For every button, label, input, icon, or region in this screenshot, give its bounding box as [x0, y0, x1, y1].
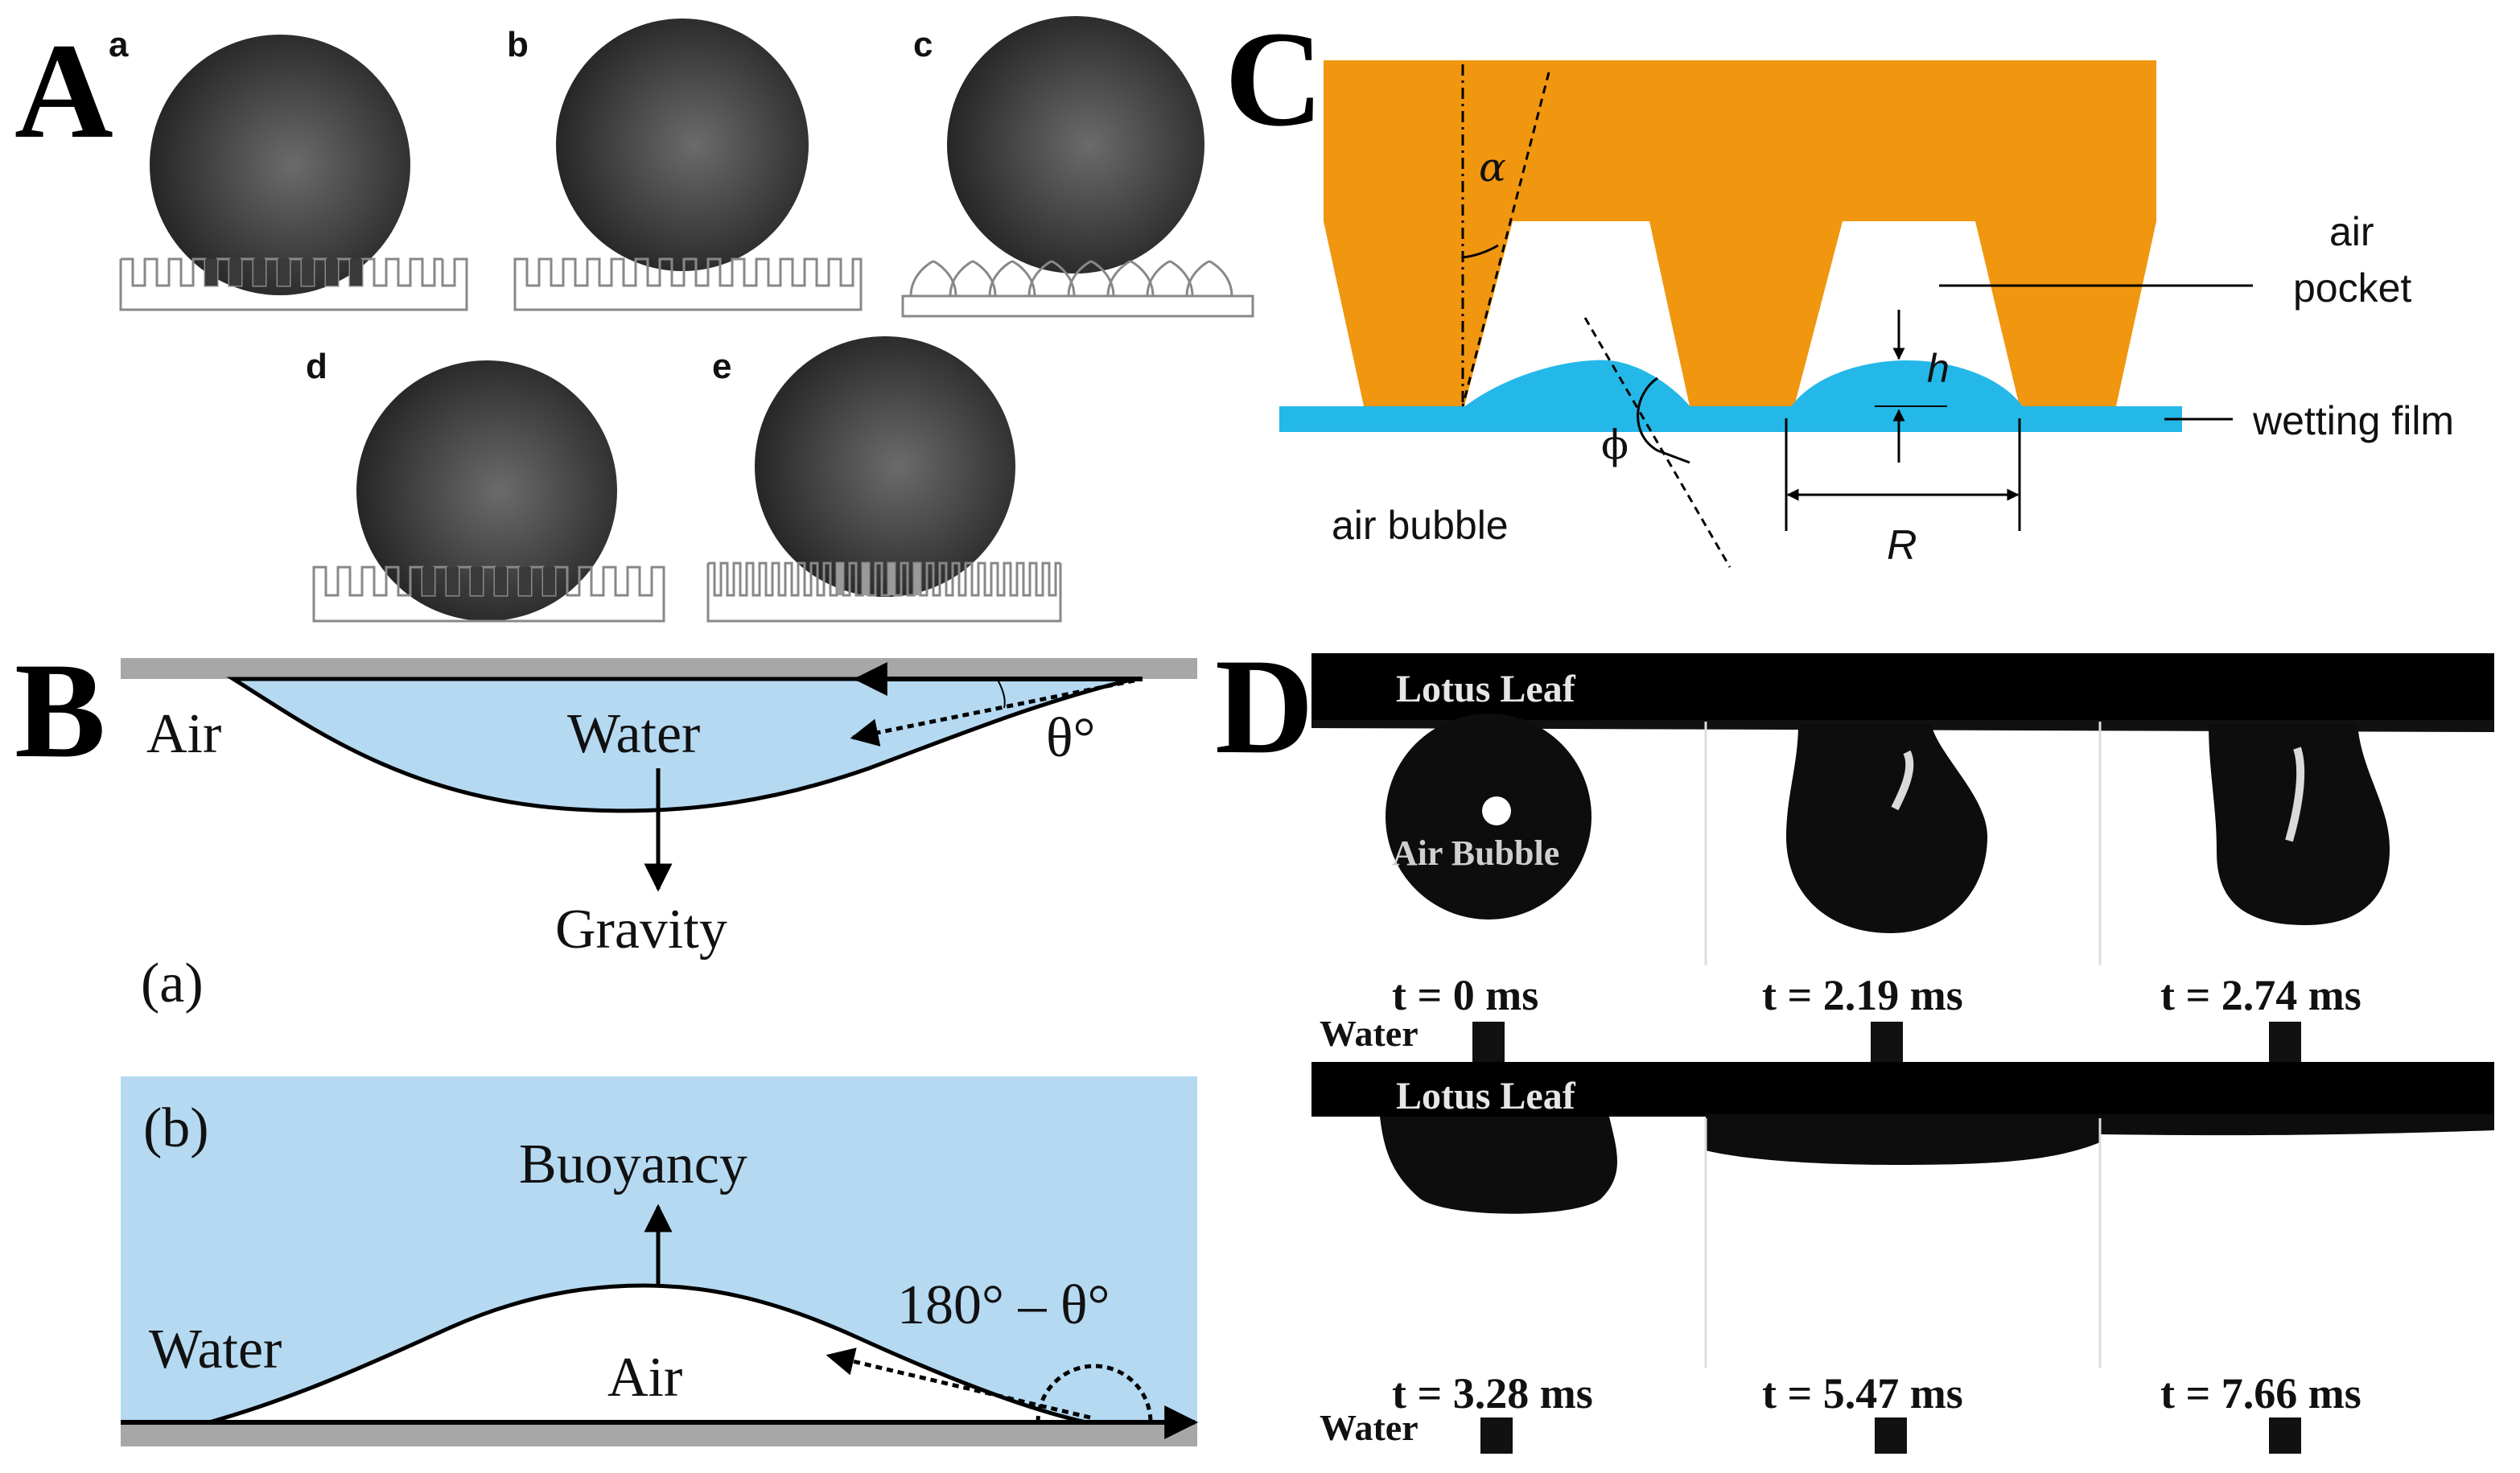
angle-label: 180° – θ° — [897, 1274, 1110, 1336]
gravity-label: Gravity — [555, 899, 727, 961]
wetting-film-label: wetting film — [2252, 398, 2454, 443]
buoyancy-label: Buoyancy — [519, 1134, 747, 1195]
water-label-row1: Water — [1320, 1013, 1419, 1054]
bottom-plate — [121, 1422, 1197, 1446]
panel-a-letter: A — [14, 15, 113, 167]
water-label-row2: Water — [1320, 1407, 1419, 1448]
water-nozzle — [1472, 1022, 1505, 1062]
water-nozzle — [2269, 1417, 2301, 1454]
air-pocket-label-line2: pocket — [2293, 265, 2411, 311]
time-label: t = 2.19 ms — [1762, 971, 1963, 1019]
water-label: Water — [567, 703, 700, 765]
panel-b-water-droplet-diagram: Air Water θ° Gravity (a) — [121, 658, 1197, 1014]
subpanel-b-tag: (b) — [143, 1097, 209, 1159]
lotus-leaf-band-row1 — [1311, 653, 2494, 722]
alpha-arc — [1462, 244, 1499, 259]
partially-wetted-grooves — [837, 563, 920, 595]
droplet-sphere — [755, 336, 1015, 597]
pillar-substrate — [119, 257, 468, 311]
panel-b-air-bubble-diagram: (b) Buoyancy Water Air 180° – θ° — [121, 1076, 1199, 1446]
meniscus-left — [1463, 360, 1691, 408]
merging-bubble-frame4 — [1380, 1117, 1617, 1214]
wetted-grooves — [422, 567, 555, 595]
spreading-air-film-frame5 — [1706, 1114, 2100, 1165]
air-bubble-frame3 — [2209, 724, 2390, 925]
subfigure-b-label: b — [507, 25, 529, 64]
angle-arc — [997, 679, 1006, 709]
lotus-leaf-label-row2: Lotus Leaf — [1396, 1075, 1576, 1117]
time-label: t = 3.28 ms — [1392, 1369, 1593, 1417]
meniscus-tangent-line — [1583, 317, 1731, 568]
fine-pillar-substrate — [706, 562, 1062, 623]
water-nozzle — [1480, 1417, 1513, 1454]
subfigure-d-label: d — [306, 347, 327, 386]
water-nozzle — [2269, 1022, 2301, 1062]
meniscus-right — [1790, 360, 2024, 408]
panel-a: A a b c — [14, 15, 1254, 623]
droplet-sphere — [356, 360, 617, 621]
panel-a-subfigure-c: c — [901, 16, 1254, 318]
phi-arc — [1637, 376, 1690, 464]
droplet-sphere — [947, 16, 1204, 274]
subpanel-a-tag: (a) — [141, 953, 204, 1014]
air-pocket-label-line1: air — [2329, 209, 2374, 254]
contact-angle-tangent — [850, 678, 1135, 747]
spread-air-film-frame6 — [2100, 1114, 2494, 1136]
panel-d-letter: D — [1215, 631, 1314, 782]
panel-a-subfigure-e: e — [706, 336, 1062, 623]
subfigure-e-label: e — [712, 347, 731, 386]
subfigure-a-label: a — [109, 25, 129, 64]
panel-a-subfigure-b: b — [507, 19, 863, 311]
time-label: t = 5.47 ms — [1762, 1369, 1963, 1417]
bubble-highlight — [1891, 750, 1914, 811]
phi-label: ϕ — [1601, 422, 1629, 468]
air-bubble-frame2 — [1786, 724, 1987, 933]
time-label: t = 0 ms — [1392, 971, 1538, 1019]
time-label: t = 2.74 ms — [2160, 971, 2361, 1019]
pillar-substrate — [513, 257, 863, 311]
air-label: Air — [607, 1347, 682, 1409]
wetted-grooves — [205, 259, 362, 286]
angle-arc — [1036, 1364, 1153, 1423]
water-nozzle — [1871, 1022, 1903, 1062]
water-nozzle — [1875, 1417, 1907, 1454]
air-label: Air — [146, 703, 221, 765]
water-droplet — [226, 677, 1135, 813]
theta-label: θ° — [1046, 707, 1096, 769]
panel-c-letter: C — [1225, 3, 1324, 154]
wetting-film-layer — [1279, 406, 2182, 432]
panel-b-letter: B — [14, 635, 105, 786]
panel-a-subfigure-a: a — [109, 25, 468, 311]
alpha-label: α — [1479, 144, 1506, 191]
water-label: Water — [149, 1319, 282, 1380]
air-bubble-label: Air Bubble — [1392, 833, 1559, 873]
subfigure-c-label: c — [913, 25, 933, 64]
time-label: t = 7.66 ms — [2160, 1369, 2361, 1417]
orange-textured-surface — [1324, 60, 2156, 406]
air-bubble-shape — [208, 1283, 1087, 1425]
hierarchical-bumps — [909, 260, 1233, 297]
droplet-sphere — [150, 35, 410, 295]
hierarchical-substrate — [901, 294, 1254, 318]
h-label: h — [1927, 346, 1950, 391]
top-plate — [121, 658, 1197, 679]
panel-a-subfigure-d: d — [306, 347, 665, 623]
wall-slope-line — [1461, 72, 1550, 407]
droplet-sphere — [556, 19, 809, 271]
bubble-highlight — [1482, 796, 1511, 825]
air-bubble-label: air bubble — [1332, 503, 1509, 548]
bubble-highlight — [2285, 747, 2305, 842]
r-label: R — [1887, 522, 1917, 569]
panel-b: B Air Water θ° Gravity (a) (b) Buoyancy — [14, 635, 1199, 1446]
panel-d: D Lotus Leaf Air Bubble t = 0 ms t = 2.1… — [1215, 631, 2494, 1454]
panel-c: C α ϕ h R air pocket wetting film air bu… — [1225, 3, 2454, 569]
lotus-leaf-label-row1: Lotus Leaf — [1396, 668, 1576, 710]
lotus-leaf-band-row2 — [1311, 1062, 2494, 1117]
